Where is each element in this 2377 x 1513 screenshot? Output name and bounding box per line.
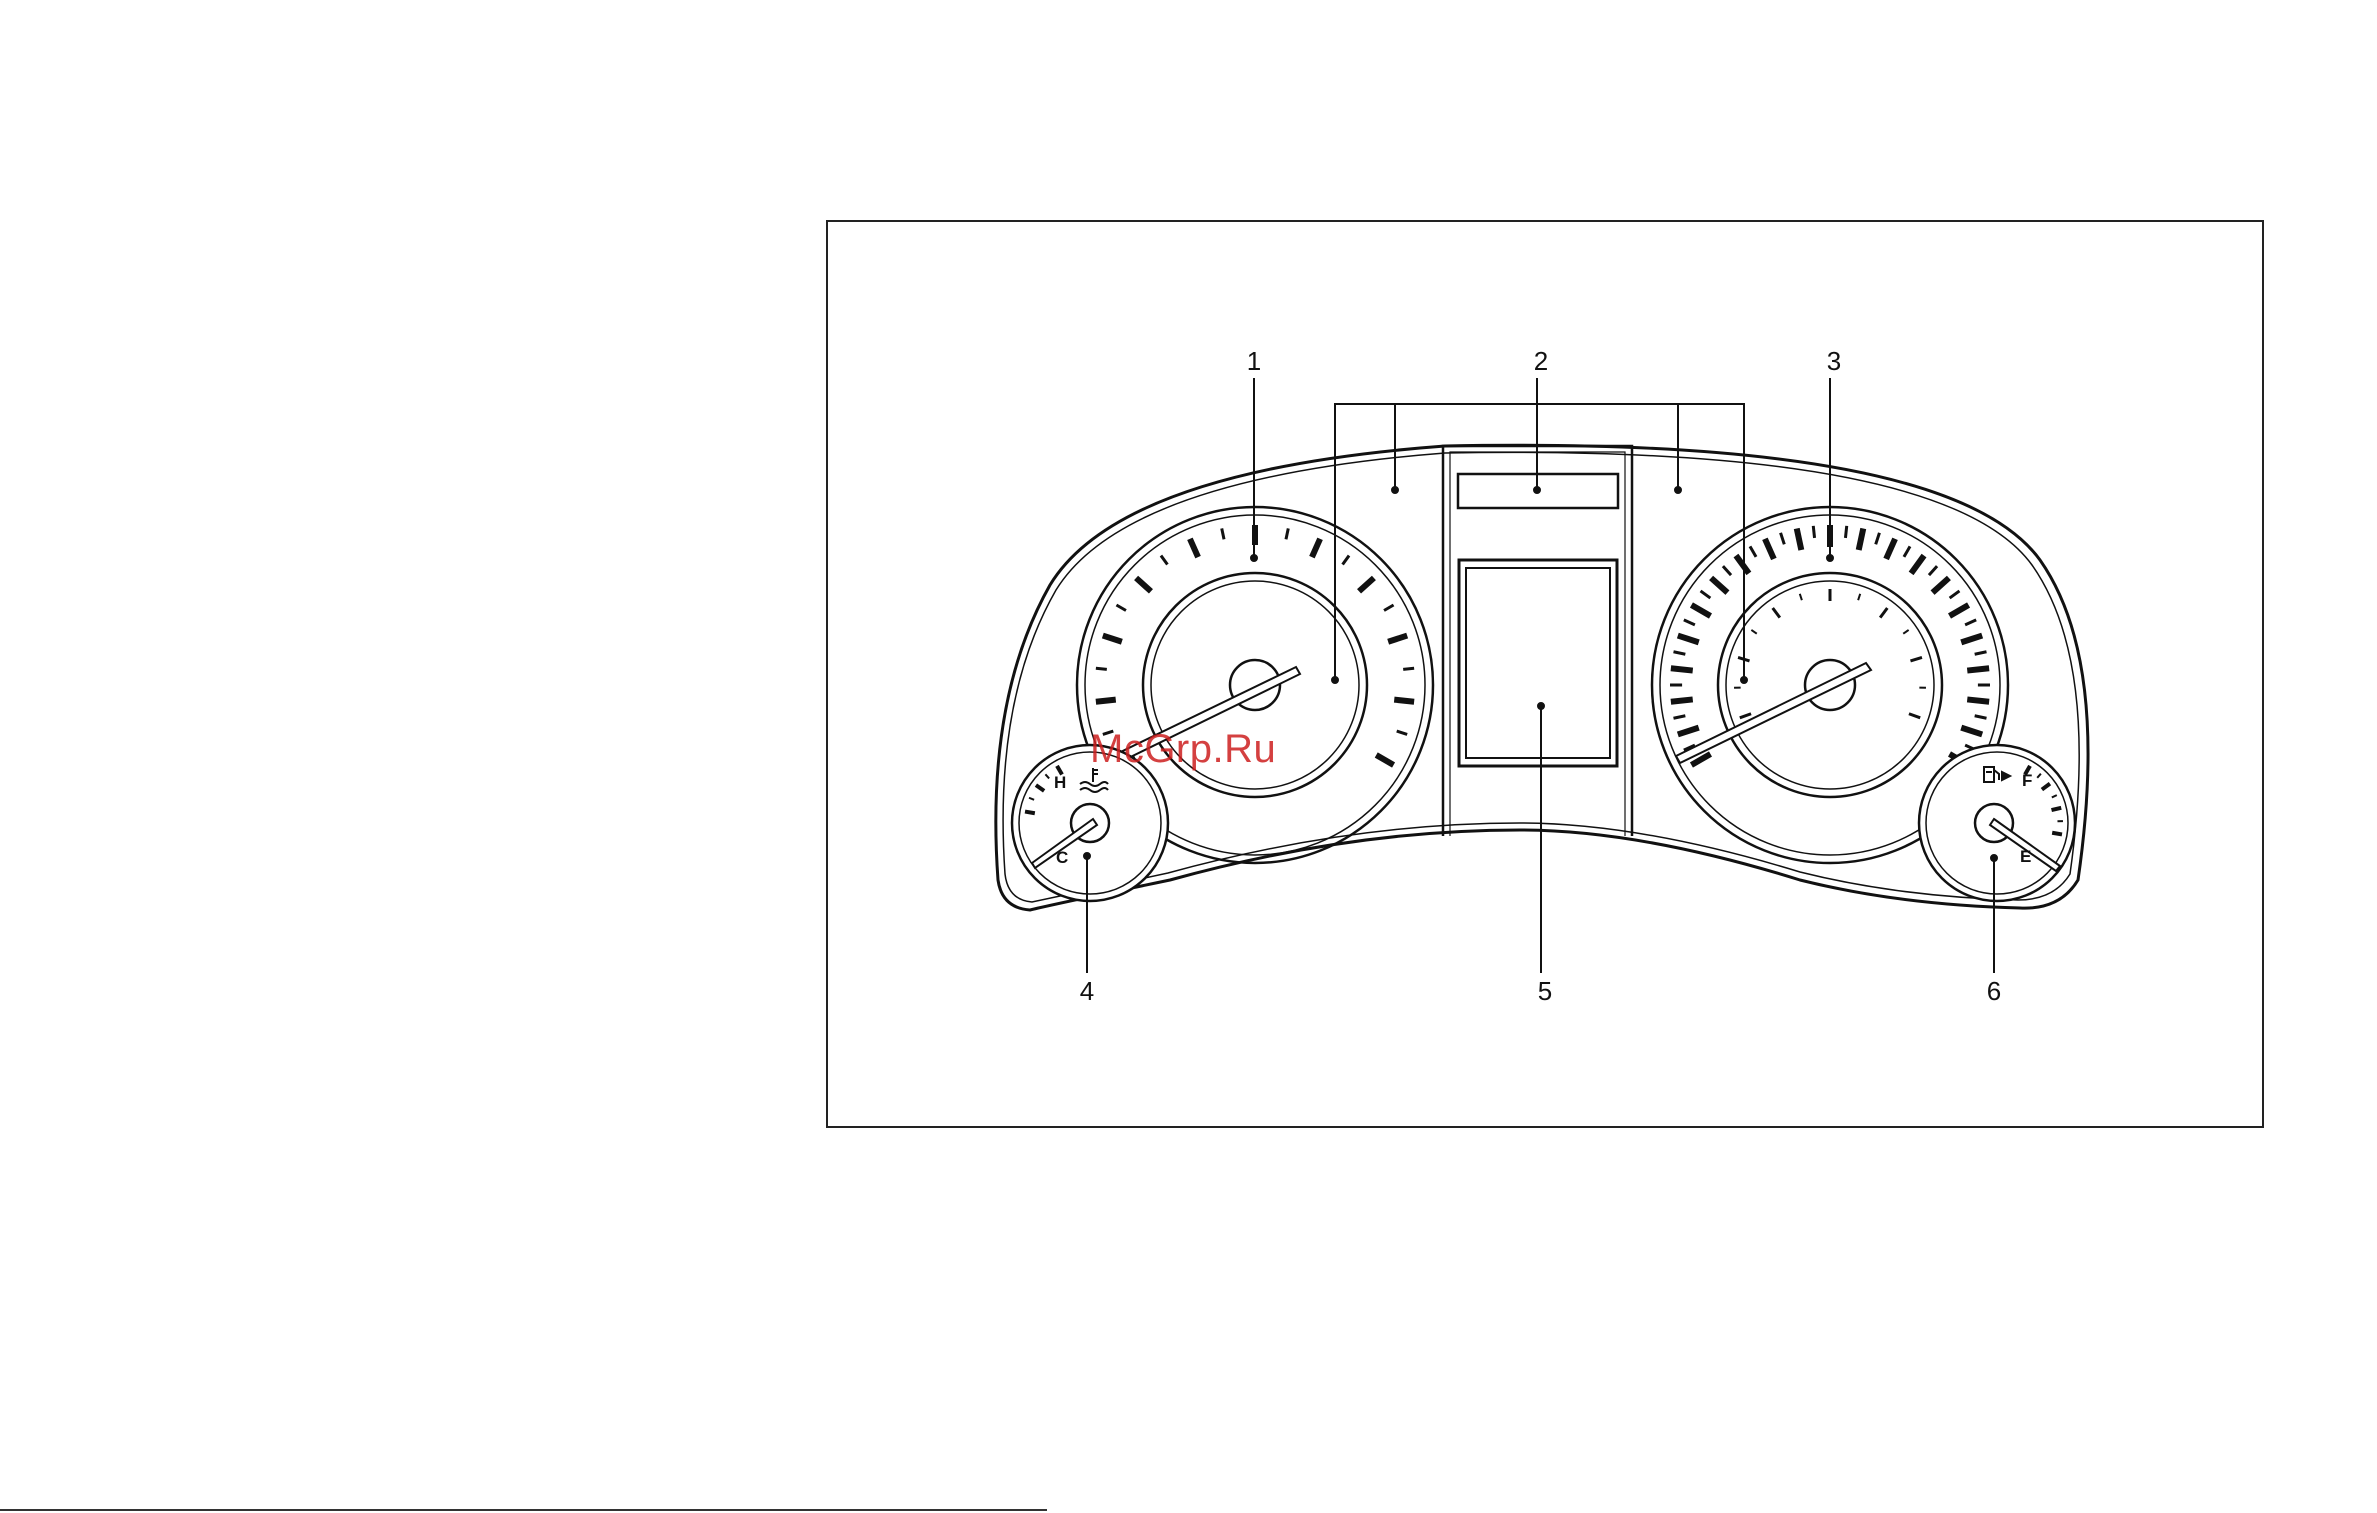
center-panel [1443,446,1632,836]
speedometer-inner-tick [1773,608,1780,618]
speedometer-inner-tick [1880,608,1887,618]
speedometer-tick [1950,591,1960,598]
speedometer-tick [1701,591,1711,598]
speedometer-tick [1678,636,1699,643]
speedometer-tick [1684,620,1695,625]
tachometer-tick [1384,605,1394,611]
speedometer-tick [1813,526,1814,538]
tachometer-tick [1161,556,1167,565]
tachometer-tick [1312,539,1320,557]
speedometer-tick [1933,578,1949,593]
speedometer-tick [1975,652,1987,655]
fuel-tick [2051,808,2061,810]
speedometer-inner-tick [1800,594,1802,600]
information-display [1459,560,1617,766]
tachometer-tick [1222,528,1224,539]
tachometer-tick [1103,636,1122,642]
callout-3: 3 [1827,346,1841,376]
speedometer-tick [1673,716,1685,719]
tachometer-tick [1376,755,1393,765]
speedometer-needle [1676,663,1871,763]
speedometer-tick [1673,652,1685,655]
tachometer-tick [1136,578,1151,591]
speedometer-tick [1876,533,1880,545]
tachometer-tick [1286,528,1288,539]
temp-hot-label: H [1054,773,1066,792]
speedometer-tick [1929,566,1937,575]
speedometer-tick [1845,526,1846,538]
tachometer-tick [1359,578,1374,591]
speedometer-tick [1961,636,1982,643]
speedometer-tick [1965,620,1976,625]
tachometer-tick [1403,668,1414,669]
fuel-tick [2052,833,2062,835]
speedometer-tick [1723,566,1731,575]
speedometer-tick [1781,533,1785,545]
fuel-gauge: F E [1919,745,2075,901]
watermark: McGrp.Ru [1090,727,1276,772]
callout-6: 6 [1987,976,2001,1006]
callout-5: 5 [1538,976,1552,1006]
temperature-tick [1025,812,1035,814]
speedometer-tick [1765,539,1774,559]
speedometer-tick [1736,556,1749,574]
speedometer-tick [1859,528,1864,550]
speedometer-tick [1750,546,1756,556]
speedometer-tick [1886,539,1895,559]
speedometer-inner-tick [1858,594,1860,600]
fuel-full-label: F [2022,771,2032,790]
speedometer-inner-tick [1740,714,1751,718]
callout-2: 2 [1534,346,1548,376]
tachometer-tick [1096,668,1107,669]
speedometer-tick [1711,578,1727,593]
tachometer-tick [1388,636,1407,642]
tachometer-tick [1096,700,1116,702]
speedometer-tick [1904,546,1910,556]
speedometer-inner-tick [1909,714,1920,718]
tachometer-tick [1343,556,1349,565]
speedometer-tick [1911,556,1924,574]
tachometer-tick [1116,605,1126,611]
fuel-empty-label: E [2020,847,2031,866]
temp-cold-label: C [1056,848,1068,867]
speedometer-tick [1950,605,1969,616]
tachometer-tick [1190,539,1198,557]
speedometer-inner-tick [1903,630,1908,634]
speedometer-tick [1967,668,1989,670]
speedometer-tick [1691,605,1710,616]
tachometer-tick [1397,731,1407,734]
callout-4: 4 [1080,976,1094,1006]
speedometer-inner-tick [1910,657,1921,660]
speedometer-tick [1975,716,1987,719]
speedometer-inner-tick [1751,630,1756,634]
speedometer-tick [1671,699,1693,701]
speedometer-tick [1678,728,1699,735]
speedometer-tick [1797,528,1802,550]
speedometer-tick [1967,699,1989,701]
speedometer-tick [1961,728,1982,735]
speedometer-tick [1671,668,1693,670]
tachometer-tick [1394,700,1414,702]
footer-rule [0,1509,1047,1511]
callout-1: 1 [1247,346,1261,376]
